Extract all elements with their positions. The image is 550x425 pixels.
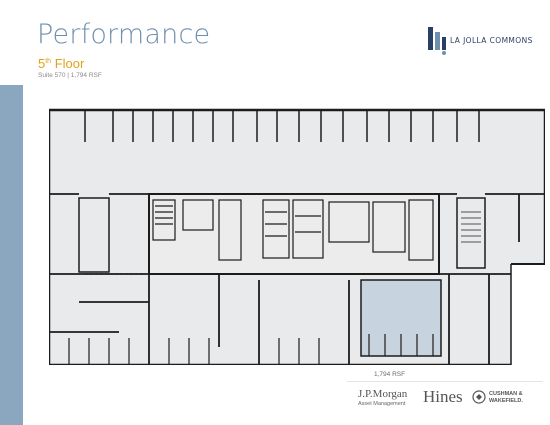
floor-number: 5 [38, 56, 46, 71]
building-core [148, 193, 440, 275]
floor-word: Floor [54, 56, 85, 71]
footer-divider [347, 381, 543, 382]
bottom-office-partitions [68, 334, 434, 365]
exterior-step [511, 264, 545, 365]
right-stair [456, 197, 486, 269]
top-office-partitions [84, 110, 480, 142]
page-title: Performance [37, 19, 211, 50]
left-stair [78, 197, 110, 273]
floor-heading: 5th Floor [38, 56, 84, 71]
suite-rsf-label: 1,794 RSF [374, 371, 406, 378]
cushman-wakefield-line1: CUSHMAN & [489, 391, 523, 397]
cushman-wakefield-line2: WAKEFIELD. [489, 398, 523, 404]
cushman-wakefield-icon [472, 390, 486, 404]
floor-plan [49, 108, 545, 365]
hines-logo: Hines [423, 387, 463, 406]
right-stair-treads [461, 211, 481, 243]
brand-name: LA JOLLA COMMONS [450, 36, 533, 45]
jpmorgan-logo: J.P.Morgan [358, 388, 408, 400]
suite-info: Suite 570 | 1,794 RSF [38, 72, 102, 79]
la-jolla-commons-logo [428, 27, 446, 55]
jpmorgan-subtitle: Asset Management [358, 401, 406, 407]
interior-walls [49, 193, 545, 365]
core-rooms [152, 199, 434, 261]
floor-ordinal: th [45, 58, 52, 65]
side-accent-bar [0, 85, 23, 425]
